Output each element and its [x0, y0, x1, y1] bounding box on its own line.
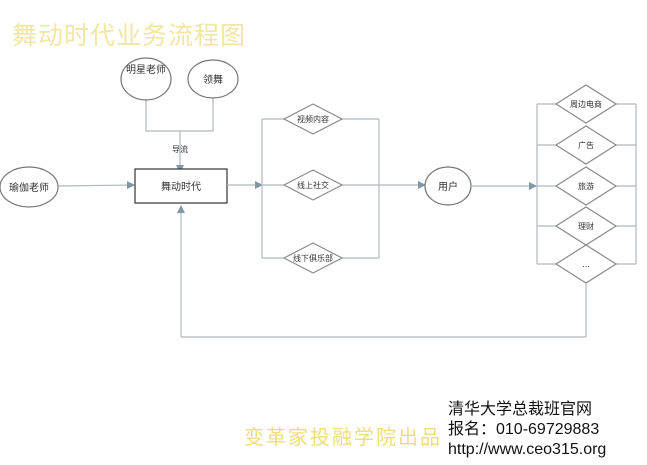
diamond-label: ... [582, 260, 590, 269]
monetization-diamond: 广告 [554, 125, 618, 165]
dance-era-box: 舞动时代 [134, 168, 228, 204]
monetization-frame [536, 103, 637, 265]
channel-diamond: 视频内容 [282, 103, 344, 135]
diamond-label: 旅游 [578, 181, 594, 191]
diamond-label: 理财 [578, 221, 594, 231]
lead-dancer-label: 领舞 [203, 73, 223, 86]
feedback-loop [177, 205, 587, 338]
yoga-teacher-node: 瑜伽老师 [0, 166, 59, 208]
watermark: 变革家投融学院出品 [244, 425, 442, 449]
info-line-3: http://www.ceo315.org [448, 441, 607, 458]
star-teacher-label: 明星老师 [126, 65, 166, 76]
diamond-shape [554, 206, 618, 246]
diamond-shape [282, 103, 344, 135]
guide-label: 导流 [172, 144, 188, 154]
diamond-shape [554, 125, 618, 165]
user-node: 用户 [424, 166, 472, 206]
star-teacher-node [120, 57, 172, 101]
monetization-diamond: 理财 [554, 206, 618, 246]
diamond-shape [554, 244, 618, 284]
monetization-diamond: 周边电商 [554, 84, 618, 124]
diamond-label: 线上社交 [297, 180, 329, 190]
monetization-diamond: ... [554, 244, 618, 284]
monetization-group: 周边电商广告旅游理财... [554, 84, 618, 284]
diamond-label: 广告 [578, 140, 594, 150]
user-label: 用户 [438, 180, 458, 193]
channel-diamond: 线下俱乐部 [282, 242, 344, 274]
guide-connector [145, 97, 214, 173]
yoga-to-box-arrow [57, 181, 135, 190]
diamond-shape [554, 166, 618, 206]
yoga-teacher-label: 瑜伽老师 [9, 181, 49, 194]
info-block: 清华大学总裁班官网 报名：010-69729883 http://www.ceo… [446, 400, 607, 460]
monetization-diamond: 旅游 [554, 166, 618, 206]
diamond-label: 视频内容 [297, 114, 329, 124]
lead-dancer-node: 领舞 [187, 59, 239, 99]
channel-diamond: 线上社交 [282, 169, 344, 201]
diamond-shape [282, 169, 344, 201]
info-line-2: 报名：010-69729883 [448, 421, 600, 438]
diamond-shape [282, 242, 344, 274]
info-line-1: 清华大学总裁班官网 [448, 401, 593, 418]
dance-era-label: 舞动时代 [161, 181, 201, 193]
diamond-label: 周边电商 [570, 99, 602, 109]
diagram-title: 舞动时代业务流程图 [12, 21, 247, 50]
diamond-shape [554, 84, 618, 124]
diamond-label: 线下俱乐部 [293, 253, 333, 263]
